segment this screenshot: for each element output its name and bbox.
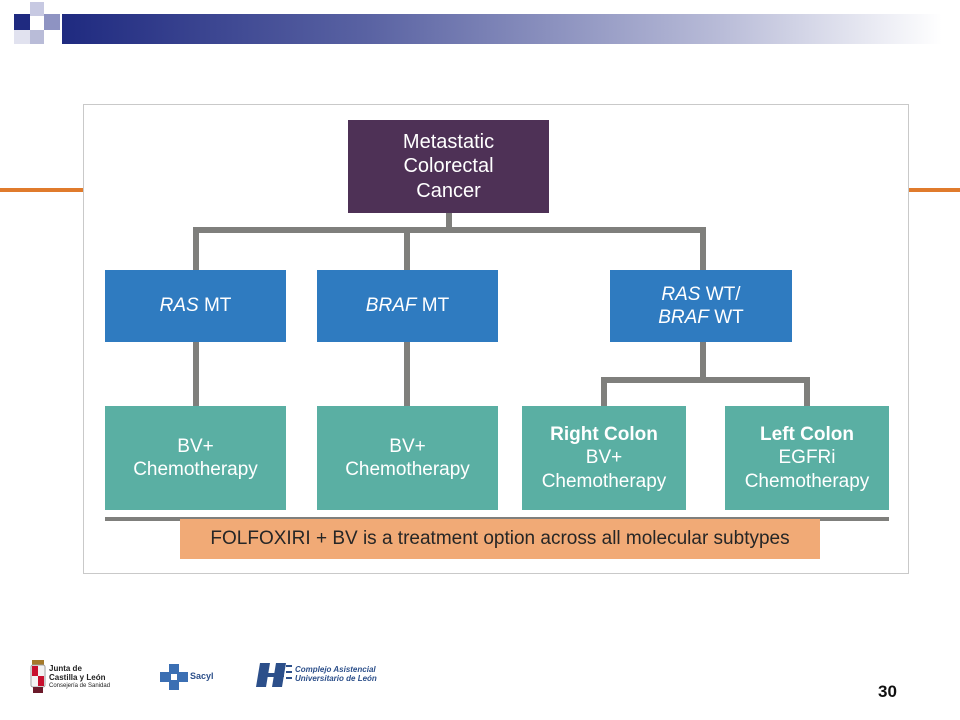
header-gradient-bar (62, 14, 942, 44)
complejo-line-2: Universitario de León (295, 674, 377, 683)
connector-left-colon-up (804, 377, 810, 407)
node-root-line-3: Cancer (416, 179, 481, 202)
sacyl-cross-icon (160, 664, 188, 690)
header-square-pale (30, 30, 44, 44)
connector-braf-mt-up (404, 227, 410, 271)
node-ras-mt-gene: RAS (159, 295, 199, 317)
page-number: 30 (878, 682, 897, 701)
node-root-line-2: Colorectal (403, 155, 494, 178)
junta-line-2: Castilla y León (49, 672, 106, 682)
accent-line-right (908, 188, 960, 192)
node-ras-wt-line-1: RAS WT/ (661, 283, 740, 306)
junta-line-3: Consejería de Sanidad (49, 682, 111, 689)
connector-ras-wt-up (700, 227, 706, 271)
node-leaf-right-colon: Right Colon BV+ Chemotherapy (522, 406, 686, 510)
node-root-line-1: Metastatic (402, 130, 495, 153)
node-ras-wt-gene: RAS (661, 283, 701, 305)
junta-castilla-leon-logo: Junta de Castilla y León Consejería de S… (30, 660, 110, 694)
sacyl-logo: Sacyl (160, 664, 214, 690)
node-ras-wt-status: WT/ (700, 283, 741, 305)
node-leaf-ras-mt-treatment: BV+ Chemotherapy (105, 406, 286, 510)
folfoxiri-banner: FOLFOXIRI + BV is a treatment option acr… (180, 519, 820, 559)
node-ras-mt-label: RAS MT (160, 294, 232, 317)
folfoxiri-banner-text: FOLFOXIRI + BV is a treatment option acr… (210, 528, 790, 549)
node-ras-mt-status: MT (198, 295, 232, 317)
leaf3-line-2: Chemotherapy (541, 470, 667, 492)
connector-right-colon-up (601, 377, 607, 407)
node-braf-mt: BRAF MT (317, 270, 498, 342)
node-braf-mt-gene: BRAF (365, 295, 417, 317)
leaf3-title: Right Colon (550, 424, 658, 446)
accent-line-left (0, 188, 84, 192)
leaf4-title: Left Colon (760, 424, 854, 446)
header-square-mid (44, 14, 60, 30)
complejo-asistencial-logo: Complejo Asistencial Universitario de Le… (256, 663, 377, 687)
node-braf-wt-gene: BRAF (658, 307, 709, 328)
node-ras-wt-line-2: BRAF WT (658, 306, 744, 329)
node-ras-mt: RAS MT (105, 270, 286, 342)
connector-ras-wt-down (700, 341, 706, 381)
leaf4-line-2: Chemotherapy (744, 470, 870, 492)
node-leaf-braf-mt-treatment: BV+ Chemotherapy (317, 406, 498, 510)
connector-root-down (446, 213, 452, 231)
junta-line-1: Junta de (49, 663, 82, 673)
sacyl-label: Sacyl (190, 671, 214, 682)
leaf1-line-2: Chemotherapy (133, 459, 258, 480)
treatment-flowchart: Metastatic Colorectal Cancer RAS MT BRAF… (83, 104, 909, 574)
node-braf-mt-label: BRAF MT (366, 294, 449, 317)
header-square-pale2 (14, 30, 30, 44)
connector-ras-mt-down (193, 341, 199, 407)
leaf3-line-1: BV+ (585, 447, 623, 469)
connector-ras-mt-up (193, 227, 199, 271)
complejo-building-icon (256, 663, 292, 687)
node-braf-wt-status: WT (708, 307, 744, 328)
header-square-light (30, 2, 44, 16)
connector-split-horizontal (601, 377, 810, 383)
leaf2-line-2: Chemotherapy (345, 459, 470, 480)
coat-of-arms-icon (30, 660, 46, 693)
leaf4-line-1: EGFRi (778, 447, 836, 469)
node-leaf-left-colon: Left Colon EGFRi Chemotherapy (725, 406, 889, 510)
node-braf-mt-status: MT (416, 295, 450, 317)
node-ras-wt-braf-wt: RAS WT/ BRAF WT (610, 270, 792, 342)
connector-top-horizontal (193, 227, 706, 233)
node-metastatic-colorectal-cancer: Metastatic Colorectal Cancer (348, 120, 549, 213)
complejo-line-1: Complejo Asistencial (295, 665, 376, 675)
leaf2-line-1: BV+ (389, 435, 426, 457)
header-square-navy (14, 14, 30, 30)
leaf1-line-1: BV+ (177, 435, 214, 457)
connector-braf-mt-down (404, 341, 410, 407)
